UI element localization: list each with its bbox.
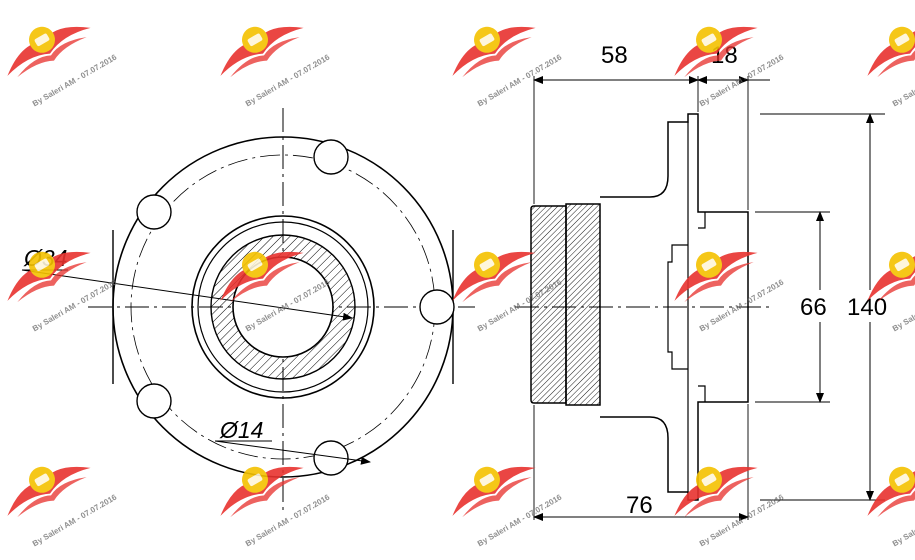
dimension-label-66: 66 xyxy=(800,294,827,321)
dimension-label-58: 58 xyxy=(601,42,628,69)
watermark-logo xyxy=(853,444,915,525)
bore-dimension-leader xyxy=(21,269,353,321)
watermark-stamp: By Saleri AM - 07.07.2016 xyxy=(438,444,564,548)
watermark-stamp: By Saleri AM - 07.07.2016 xyxy=(660,229,786,333)
watermark-stamp: By Saleri AM - 07.07.2016 xyxy=(660,444,786,548)
side-view: 58 18 76 66 140 xyxy=(515,42,895,521)
hub-flange-profile xyxy=(600,113,749,501)
bearing-body-inner xyxy=(565,203,601,406)
watermark-stamp: By Saleri AM - 07.07.2016 xyxy=(206,4,332,108)
dimension-label-76: 76 xyxy=(626,492,653,519)
front-view: Ø34 Ø14 xyxy=(21,108,475,510)
watermark-stamp: By Saleri AM - 07.07.2016 xyxy=(853,444,915,548)
bolt-hole xyxy=(419,289,455,325)
watermark-stamp: By Saleri AM - 07.07.2016 xyxy=(206,444,332,548)
hub-recess xyxy=(667,244,688,370)
hub-boss-outer xyxy=(191,215,375,399)
watermark-stamp: By Saleri AM - 07.07.2016 xyxy=(660,4,786,108)
bolt-hole-dimension-leader xyxy=(214,440,371,465)
bearing-body xyxy=(530,205,567,404)
bolt-hole xyxy=(136,194,172,230)
watermark-stamp: By Saleri AM - 07.07.2016 xyxy=(853,4,915,108)
watermark-stamp: By Saleri AM - 07.07.2016 xyxy=(0,444,119,548)
bolt-hole xyxy=(313,440,349,476)
bolt-hole-dimension-label: Ø14 xyxy=(219,417,263,443)
bolt-hole xyxy=(313,139,349,175)
watermark-logo xyxy=(853,4,915,85)
hub-boss-ring xyxy=(197,221,369,393)
watermark-stamp: By Saleri AM - 07.07.2016 xyxy=(0,4,119,108)
bolt-hole xyxy=(136,383,172,419)
hub-inner-step xyxy=(698,212,706,402)
watermark-stamp: By Saleri AM - 07.07.2016 xyxy=(438,4,564,108)
